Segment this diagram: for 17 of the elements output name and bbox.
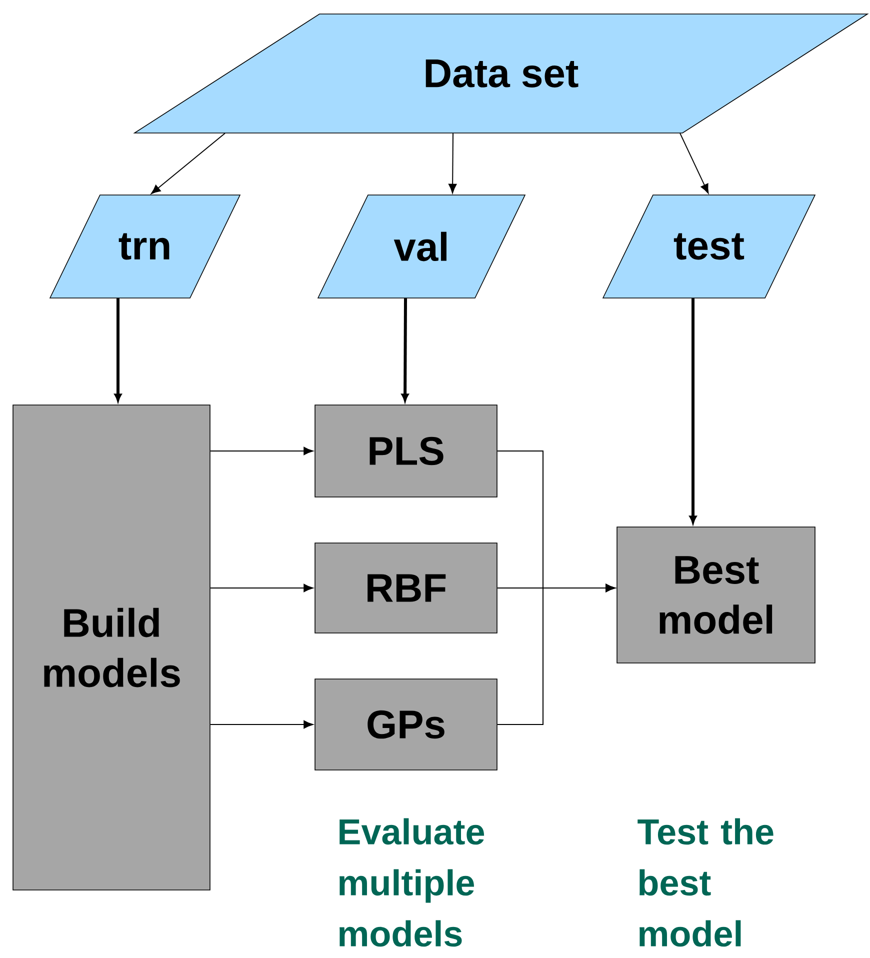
arrow	[680, 132, 709, 194]
arrow	[401, 298, 409, 402]
arrow	[210, 446, 314, 456]
arrow	[689, 298, 697, 524]
arrow	[150, 132, 226, 194]
process-box: PLS	[314, 404, 498, 498]
arrow	[114, 298, 122, 402]
process-box: Best model	[616, 526, 816, 664]
arrow	[210, 720, 314, 729]
arrow	[448, 132, 457, 194]
arrow	[496, 584, 616, 725]
process-box: RBF	[314, 542, 498, 634]
process-box: Build models	[12, 404, 210, 890]
caption-text: Test the best model	[638, 818, 774, 947]
caption-text: Evaluate multiple models	[340, 818, 484, 947]
arrow	[210, 584, 314, 592]
process-box: GPs	[314, 678, 498, 770]
